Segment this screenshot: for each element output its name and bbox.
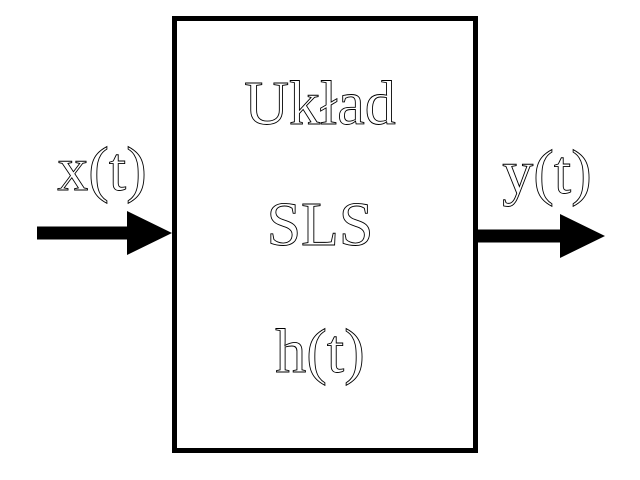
output-arrow-shape bbox=[478, 214, 605, 258]
output-signal-label: y(t) bbox=[502, 139, 592, 207]
block-label-line-2: SLS bbox=[267, 191, 374, 259]
block-label-line-1: Układ bbox=[244, 70, 396, 138]
input-arrow bbox=[37, 211, 172, 255]
input-signal-label: x(t) bbox=[57, 136, 147, 204]
system-block-rectangle[interactable] bbox=[172, 16, 478, 453]
block-label-line-3: h(t) bbox=[275, 318, 365, 386]
input-arrow-shape bbox=[37, 211, 172, 255]
output-arrow bbox=[478, 214, 605, 258]
